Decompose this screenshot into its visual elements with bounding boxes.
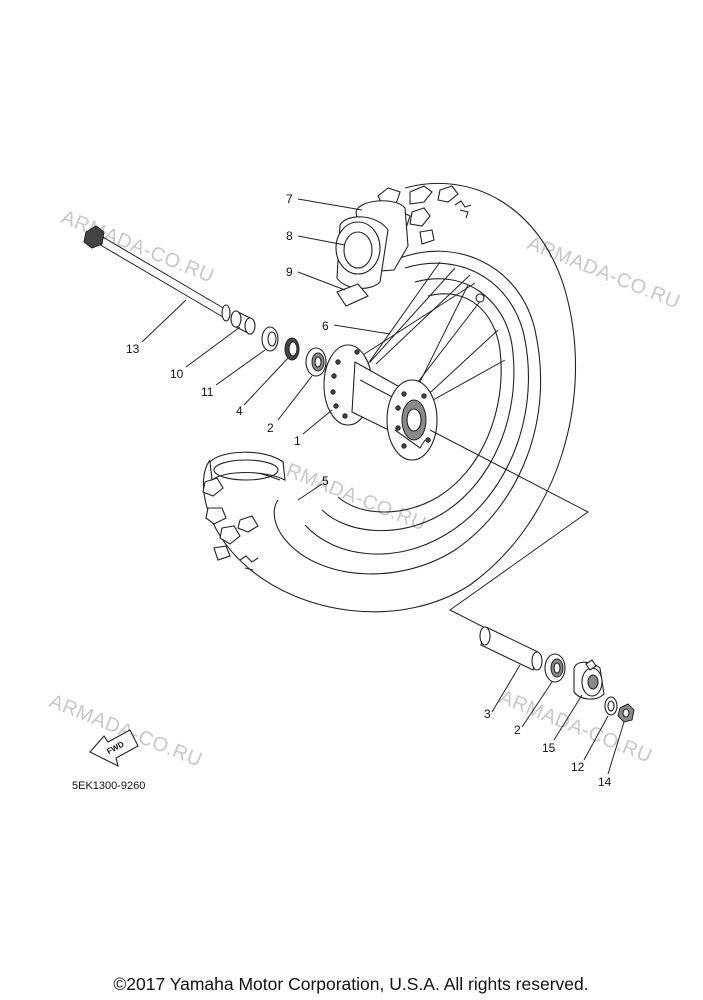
reference-line (429, 429, 589, 639)
hub (323, 344, 438, 461)
watermark-1: ARMADA-CO.RU (58, 206, 217, 287)
washer (604, 696, 618, 716)
callout-3: 3 (484, 707, 491, 721)
bearing-upper (305, 347, 327, 377)
callout-12: 12 (571, 760, 585, 774)
watermark-4: ARMADA-CO.RU (46, 690, 205, 771)
callout-2-upper: 2 (267, 421, 274, 435)
callout-6: 6 (322, 319, 329, 333)
callout-14: 14 (598, 775, 612, 789)
callout-8: 8 (286, 229, 293, 243)
callout-11: 11 (201, 385, 214, 399)
copyright-notice: ©2017 Yamaha Motor Corporation, U.S.A. A… (113, 974, 588, 994)
axle (83, 225, 231, 322)
spacer (479, 626, 543, 671)
bearing-lower (544, 653, 566, 683)
circlip (284, 337, 300, 361)
callout-13: 13 (126, 342, 140, 356)
collar-left (230, 310, 256, 335)
oil-seal (261, 326, 279, 352)
callout-4: 4 (236, 404, 243, 418)
meter-gear-unit (573, 659, 605, 700)
callout-5: 5 (322, 474, 329, 488)
watermark-2: ARMADA-CO.RU (524, 232, 683, 313)
watermark-3: ARMADA-CO.RU (270, 454, 429, 535)
callout-9: 9 (286, 265, 293, 279)
callout-7: 7 (286, 192, 293, 206)
diagram-code: 5EK1300-9260 (72, 780, 145, 792)
callout-15: 15 (542, 741, 556, 755)
fwd-arrow-icon: FWD (89, 729, 139, 768)
nut (617, 703, 635, 723)
callout-10: 10 (170, 367, 184, 381)
leader-lines (141, 198, 625, 775)
callout-1: 1 (294, 434, 301, 448)
rim-band (335, 200, 409, 307)
callout-2-lower: 2 (514, 723, 521, 737)
